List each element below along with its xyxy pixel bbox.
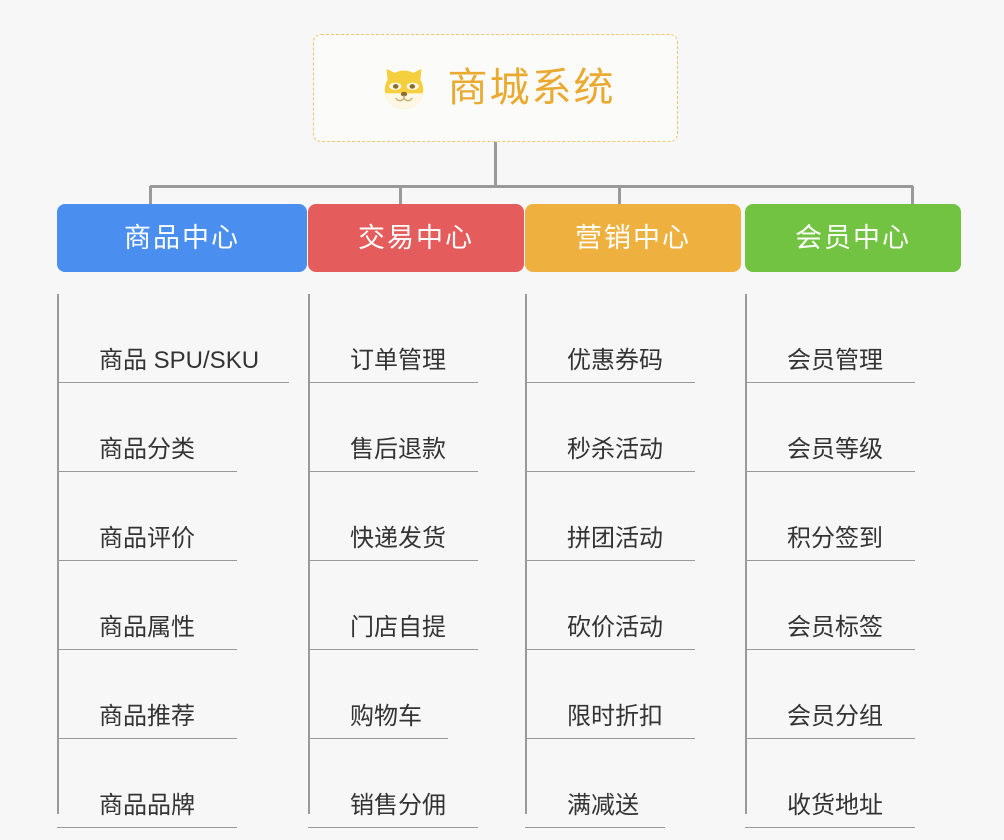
- branch-header-label: 会员中心: [795, 222, 911, 253]
- branch-item-list-marketing: 优惠券码 秒杀活动 拼团活动 砍价活动 限时折扣 满减送: [525, 294, 741, 828]
- branch-item-label: 拼团活动: [567, 525, 663, 552]
- branch-item[interactable]: 商品 SPU/SKU: [57, 294, 307, 383]
- branch-item[interactable]: 会员标签: [745, 561, 961, 650]
- branch-item-label: 会员分组: [787, 703, 883, 730]
- branch-item-label: 售后退款: [350, 436, 446, 463]
- branch-item[interactable]: 快递发货: [308, 472, 524, 561]
- branch-item-label: 会员管理: [787, 347, 883, 374]
- branch-item-label: 销售分佣: [350, 792, 446, 819]
- branch-header-label: 营销中心: [575, 222, 691, 253]
- branch-member: 会员中心 会员管理 会员等级 积分签到 会员标签 会员分组 收货地址: [745, 204, 961, 828]
- branch-item-label: 会员等级: [787, 436, 883, 463]
- branch-header-label: 交易中心: [358, 222, 474, 253]
- branch-item-label: 满减送: [567, 792, 639, 819]
- branch-item[interactable]: 销售分佣: [308, 739, 524, 828]
- branch-item[interactable]: 商品分类: [57, 383, 307, 472]
- branch-item[interactable]: 商品品牌: [57, 739, 307, 828]
- branch-item[interactable]: 订单管理: [308, 294, 524, 383]
- branch-item-list-products: 商品 SPU/SKU 商品分类 商品评价 商品属性 商品推荐 商品品牌: [57, 294, 307, 828]
- branch-item[interactable]: 商品属性: [57, 561, 307, 650]
- root-title: 商城系统: [447, 66, 616, 110]
- branch-item-label: 秒杀活动: [567, 436, 663, 463]
- branch-products: 商品中心 商品 SPU/SKU 商品分类 商品评价 商品属性 商品推荐 商品品牌: [57, 204, 307, 828]
- branch-item[interactable]: 满减送: [525, 739, 741, 828]
- branch-item-label: 商品推荐: [99, 703, 195, 730]
- branch-item[interactable]: 拼团活动: [525, 472, 741, 561]
- branch-item-label: 商品评价: [99, 525, 195, 552]
- branch-item[interactable]: 秒杀活动: [525, 383, 741, 472]
- branch-item[interactable]: 会员分组: [745, 650, 961, 739]
- branch-item-label: 限时折扣: [567, 703, 663, 730]
- branch-item-label: 收货地址: [787, 792, 883, 819]
- branch-item-label: 商品品牌: [99, 792, 195, 819]
- branch-item-list-trade: 订单管理 售后退款 快递发货 门店自提 购物车 销售分佣: [308, 294, 524, 828]
- branch-item-label: 购物车: [350, 703, 422, 730]
- branch-item[interactable]: 购物车: [308, 650, 524, 739]
- branch-item-label: 砍价活动: [567, 614, 663, 641]
- branch-item[interactable]: 商品评价: [57, 472, 307, 561]
- branch-item[interactable]: 商品推荐: [57, 650, 307, 739]
- branch-header-trade[interactable]: 交易中心: [308, 204, 524, 272]
- branch-item[interactable]: 门店自提: [308, 561, 524, 650]
- branch-header-label: 商品中心: [124, 222, 240, 253]
- branch-trade: 交易中心 订单管理 售后退款 快递发货 门店自提 购物车 销售分佣: [308, 204, 524, 828]
- branch-item-label: 门店自提: [350, 614, 446, 641]
- branch-item[interactable]: 优惠券码: [525, 294, 741, 383]
- root-node[interactable]: 商城系统: [313, 34, 678, 142]
- branch-item-label: 会员标签: [787, 614, 883, 641]
- branch-item-label: 快递发货: [350, 525, 446, 552]
- branch-header-products[interactable]: 商品中心: [57, 204, 307, 272]
- branch-item[interactable]: 会员管理: [745, 294, 961, 383]
- branch-marketing: 营销中心 优惠券码 秒杀活动 拼团活动 砍价活动 限时折扣 满减送: [525, 204, 741, 828]
- branch-item-label: 积分签到: [787, 525, 883, 552]
- branch-item-list-member: 会员管理 会员等级 积分签到 会员标签 会员分组 收货地址: [745, 294, 961, 828]
- branch-item-label: 优惠券码: [567, 347, 663, 374]
- branch-item-label: 订单管理: [350, 347, 446, 374]
- branch-item[interactable]: 积分签到: [745, 472, 961, 561]
- branch-item[interactable]: 会员等级: [745, 383, 961, 472]
- branch-item-label: 商品属性: [99, 614, 195, 641]
- branch-header-member[interactable]: 会员中心: [745, 204, 961, 272]
- branch-header-marketing[interactable]: 营销中心: [525, 204, 741, 272]
- branch-item[interactable]: 砍价活动: [525, 561, 741, 650]
- branch-item-label: 商品分类: [99, 436, 195, 463]
- branch-item-label: 商品 SPU/SKU: [99, 347, 260, 374]
- branch-item[interactable]: 售后退款: [308, 383, 524, 472]
- branch-item[interactable]: 限时折扣: [525, 650, 741, 739]
- shiba-dog-face-icon: [384, 68, 423, 111]
- branch-item[interactable]: 收货地址: [745, 739, 961, 828]
